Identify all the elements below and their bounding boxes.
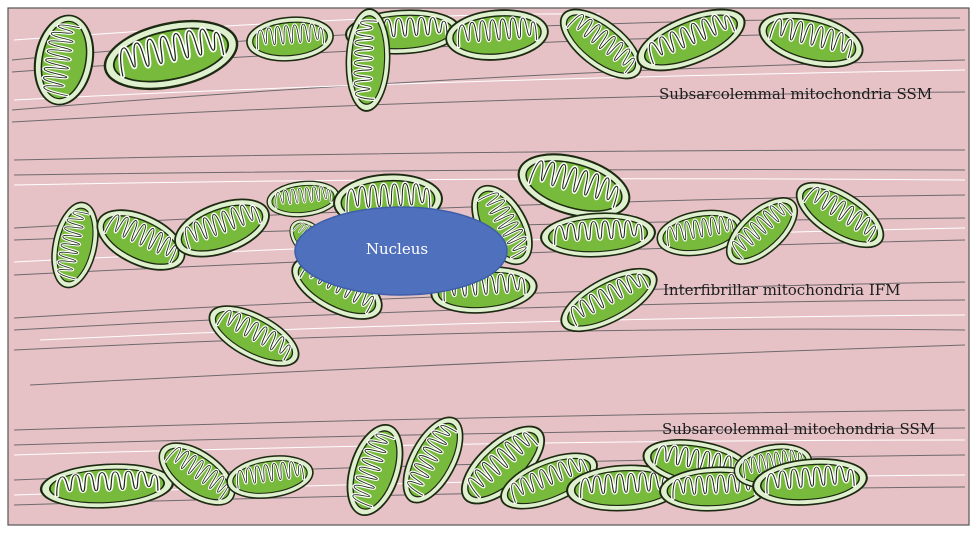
ifm-label: Interfibrillar mitochondria IFM (663, 281, 901, 299)
ssm-bottom-label: Subsarcolemmal mitochondria SSM (662, 420, 935, 438)
ssm-top-label: Subsarcolemmal mitochondria SSM (659, 85, 932, 103)
nucleus-label: Nucleus (366, 240, 428, 258)
